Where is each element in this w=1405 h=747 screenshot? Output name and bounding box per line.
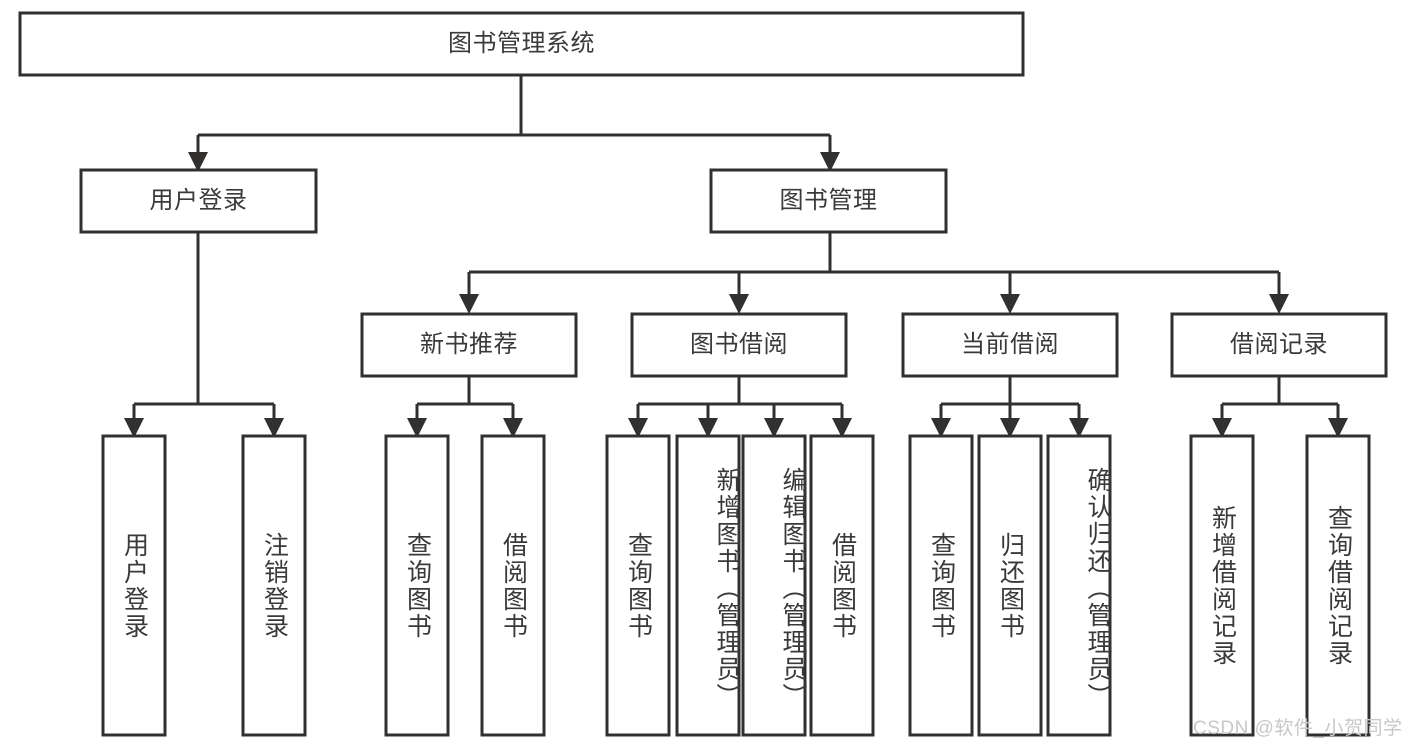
node-book-management[interactable] — [709, 168, 948, 234]
connector-borrowrecord-to-leaves — [1212, 376, 1348, 438]
leaf-current-borrow-0[interactable] — [908, 434, 974, 737]
connector-root-to-level2 — [188, 75, 840, 172]
leaf-current-borrow-1[interactable] — [977, 434, 1043, 737]
leaf-book-borrow-3[interactable] — [809, 434, 875, 737]
leaf-borrow-record-1[interactable] — [1305, 434, 1371, 737]
leaf-borrow-record-0[interactable] — [1189, 434, 1255, 737]
connector-bookborrow-to-leaves — [628, 376, 852, 438]
leaf-new-book-0[interactable] — [384, 434, 450, 737]
connector-currentborrow-to-leaves — [931, 376, 1089, 438]
leaf-current-borrow-2[interactable] — [1046, 434, 1112, 737]
node-new-book-recommend[interactable] — [360, 312, 578, 378]
leaf-user-login-1[interactable] — [241, 434, 307, 737]
node-user-login[interactable] — [79, 168, 318, 234]
leaf-new-book-1[interactable] — [480, 434, 546, 737]
connector-newbook-to-leaves — [407, 376, 523, 438]
node-borrow-record[interactable] — [1170, 312, 1388, 378]
node-current-borrow[interactable] — [901, 312, 1119, 378]
leaf-book-borrow-2[interactable] — [741, 434, 807, 737]
node-root[interactable] — [18, 11, 1025, 77]
leaf-book-borrow-1[interactable] — [675, 434, 741, 737]
connector-bookmgmt-to-level3 — [459, 232, 1289, 314]
node-book-borrow[interactable] — [630, 312, 848, 378]
leaf-user-login-0[interactable] — [101, 434, 167, 737]
connector-userlogin-to-leaves — [124, 232, 284, 438]
csdn-watermark: CSDN @软件_小贺同学 — [1193, 718, 1403, 739]
leaf-book-borrow-0[interactable] — [605, 434, 671, 737]
